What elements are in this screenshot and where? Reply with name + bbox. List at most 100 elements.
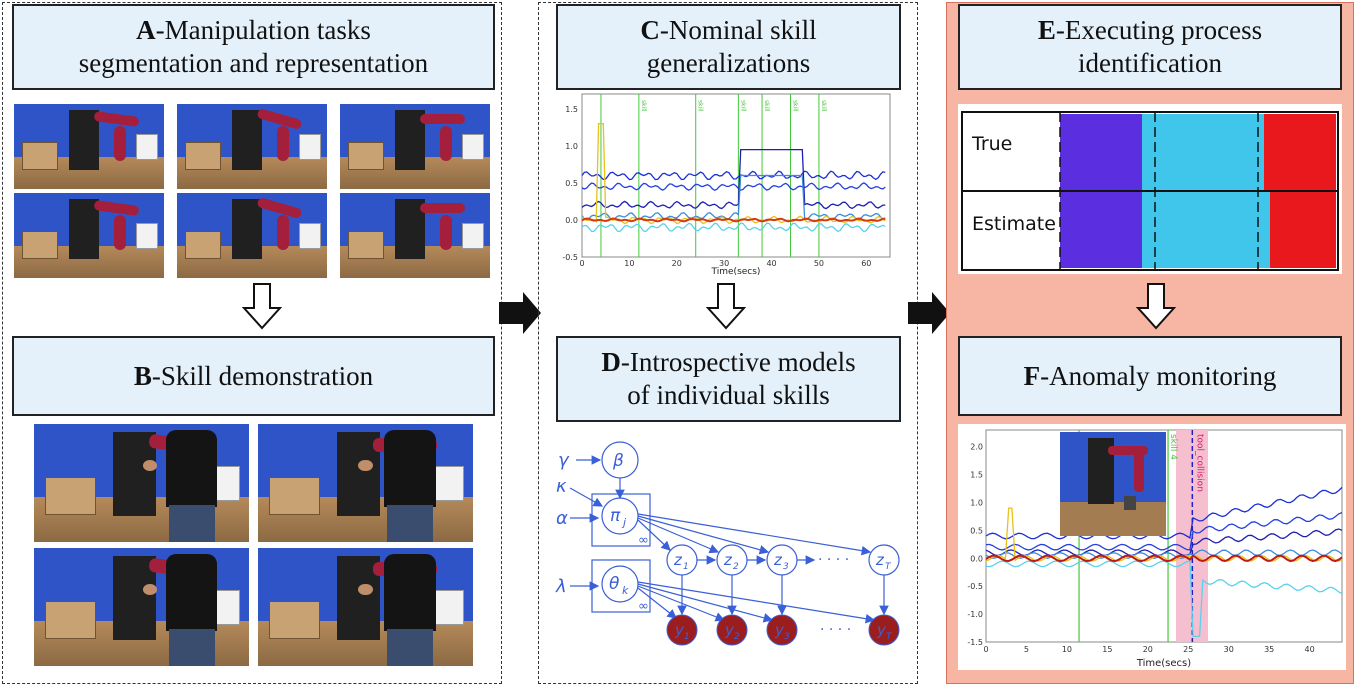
gm-zt: z — [875, 551, 885, 569]
plot-f-ytick: 0.0 — [970, 554, 983, 563]
gm-infinity-1: ∞ — [638, 533, 649, 548]
title-e-letter: E — [1037, 15, 1056, 45]
title-a-line2: segmentation and representation — [78, 48, 429, 78]
gm-z1: z — [673, 551, 683, 569]
plot-f-ytick: 1.0 — [970, 499, 983, 508]
plot-c-ytick: 1.5 — [565, 105, 578, 114]
title-c-line1: -Nominal skill — [659, 15, 817, 45]
plot-f-xtick: 15 — [1102, 645, 1112, 654]
title-f-text: -Anomaly monitoring — [1040, 360, 1277, 391]
right-arrow-icon-1 — [499, 292, 541, 334]
plot-e-row-estimate: Estimate — [972, 213, 1056, 235]
down-arrow-icon-ef — [1136, 283, 1176, 330]
title-b-letter: B — [133, 360, 152, 391]
plot-f-marker-collision: tool_collision — [1194, 434, 1204, 492]
plot-f-series — [985, 560, 1343, 638]
title-c: C-Nominal skill generalizations — [556, 4, 901, 90]
plot-c-ytick: 1.0 — [565, 142, 578, 151]
plot-c-marker-label: skill — [763, 100, 770, 112]
photo-a-4 — [177, 193, 327, 278]
down-arrow-icon-ab — [242, 283, 282, 330]
title-c-letter: C — [640, 15, 660, 45]
plot-f-ytick: 0.5 — [970, 526, 983, 535]
title-b: B-Skill demonstration — [12, 336, 495, 416]
title-a-letter: A — [136, 15, 156, 45]
gm-kappa: κ — [556, 476, 567, 497]
plot-e-row-true: True — [971, 133, 1012, 155]
photo-a-0 — [14, 104, 164, 189]
title-f: F-Anomaly monitoring — [958, 336, 1342, 416]
plot-f-ytick: -1.0 — [967, 610, 983, 619]
plot-c-ytick: 0.5 — [565, 179, 578, 188]
plot-f-xtick: 20 — [1143, 645, 1153, 654]
gm-pi-sub: j — [621, 516, 627, 529]
plot-f-xtick: 10 — [1062, 645, 1072, 654]
plot-c-series — [581, 148, 886, 210]
photo-b-0 — [34, 424, 249, 542]
gm-y2: y — [724, 621, 735, 639]
plot-f-ytick: -1.5 — [967, 638, 983, 647]
down-arrow-icon-cd — [706, 283, 746, 330]
panel-middle — [538, 2, 918, 684]
title-b-text: -Skill demonstration — [151, 360, 374, 391]
plot-f-ytick: 2.0 — [970, 443, 983, 452]
plot-c-xtick: 50 — [814, 259, 824, 268]
title-e-line2: identification — [1078, 48, 1222, 78]
plot-c-series — [581, 222, 886, 233]
plot-f-xtick: 40 — [1305, 645, 1315, 654]
plot-f-xtick: 35 — [1264, 645, 1274, 654]
graphical-model: γ β κ α π j ∞ λ θ k ∞ z 1 z 2 z 3 z T · … — [555, 441, 900, 646]
plot-c-ytick: -0.5 — [562, 253, 578, 262]
gm-dots-z: · · · · — [818, 552, 849, 568]
plot-c-xtick: 40 — [766, 259, 776, 268]
photo-b-3 — [258, 548, 473, 666]
plot-c-xtick: 30 — [719, 259, 729, 268]
gm-alpha: α — [556, 508, 568, 529]
plot-f-xtick: 25 — [1183, 645, 1193, 654]
plot-f-series — [985, 486, 1343, 540]
gm-z2-sub: 2 — [733, 562, 739, 572]
title-e: E-Executing process identification — [958, 4, 1342, 90]
plot-c-marker-label: skill — [820, 100, 827, 112]
gm-yt-sub: T — [886, 632, 893, 642]
gm-infinity-2: ∞ — [638, 599, 649, 614]
title-d-letter: D — [601, 347, 621, 377]
gm-pi: π — [610, 506, 621, 526]
plot-c-marker-label: skill — [739, 100, 746, 112]
photo-a-2 — [340, 104, 490, 189]
photo-a-5 — [340, 193, 490, 278]
plot-c-marker-label: skill — [640, 100, 647, 112]
photo-b-1 — [258, 424, 473, 542]
gm-theta: θ — [609, 574, 620, 594]
plot-c-marker-label: skill — [791, 100, 798, 112]
plot-c-ytick: 0.0 — [565, 216, 578, 225]
title-e-line1: -Executing process — [1055, 15, 1263, 45]
title-c-line2: generalizations — [646, 48, 811, 78]
title-a: A-Manipulation tasks segmentation and re… — [12, 4, 495, 90]
plot-f-xlabel: Time(secs) — [1136, 658, 1191, 669]
title-d-line2: of individual skills — [627, 380, 830, 410]
panel-left — [2, 2, 502, 684]
title-d-line1: -Introspective models — [620, 347, 856, 377]
plot-f-ytick: 1.5 — [970, 471, 983, 480]
photo-a-3 — [14, 193, 164, 278]
plot-e: True Estimate — [958, 104, 1342, 274]
gm-yt: y — [876, 621, 887, 639]
gm-gamma: γ — [558, 450, 570, 471]
gm-y1: y — [674, 621, 685, 639]
plot-f-series — [985, 554, 1343, 563]
gm-z3-sub: 3 — [783, 562, 789, 572]
photo-b-2 — [34, 548, 249, 666]
plot-f-xtick: 0 — [983, 645, 988, 654]
plot-f-xtick: 30 — [1224, 645, 1234, 654]
photo-a-1 — [177, 104, 327, 189]
gm-dots-y: · · · · — [820, 622, 851, 638]
plot-c-xtick: 20 — [672, 259, 682, 268]
title-a-line1: -Manipulation tasks — [155, 15, 371, 45]
gm-y2-sub: 2 — [734, 632, 740, 642]
title-f-letter: F — [1023, 360, 1041, 391]
gm-y1-sub: 1 — [684, 632, 690, 642]
plot-c-xtick: 10 — [624, 259, 634, 268]
